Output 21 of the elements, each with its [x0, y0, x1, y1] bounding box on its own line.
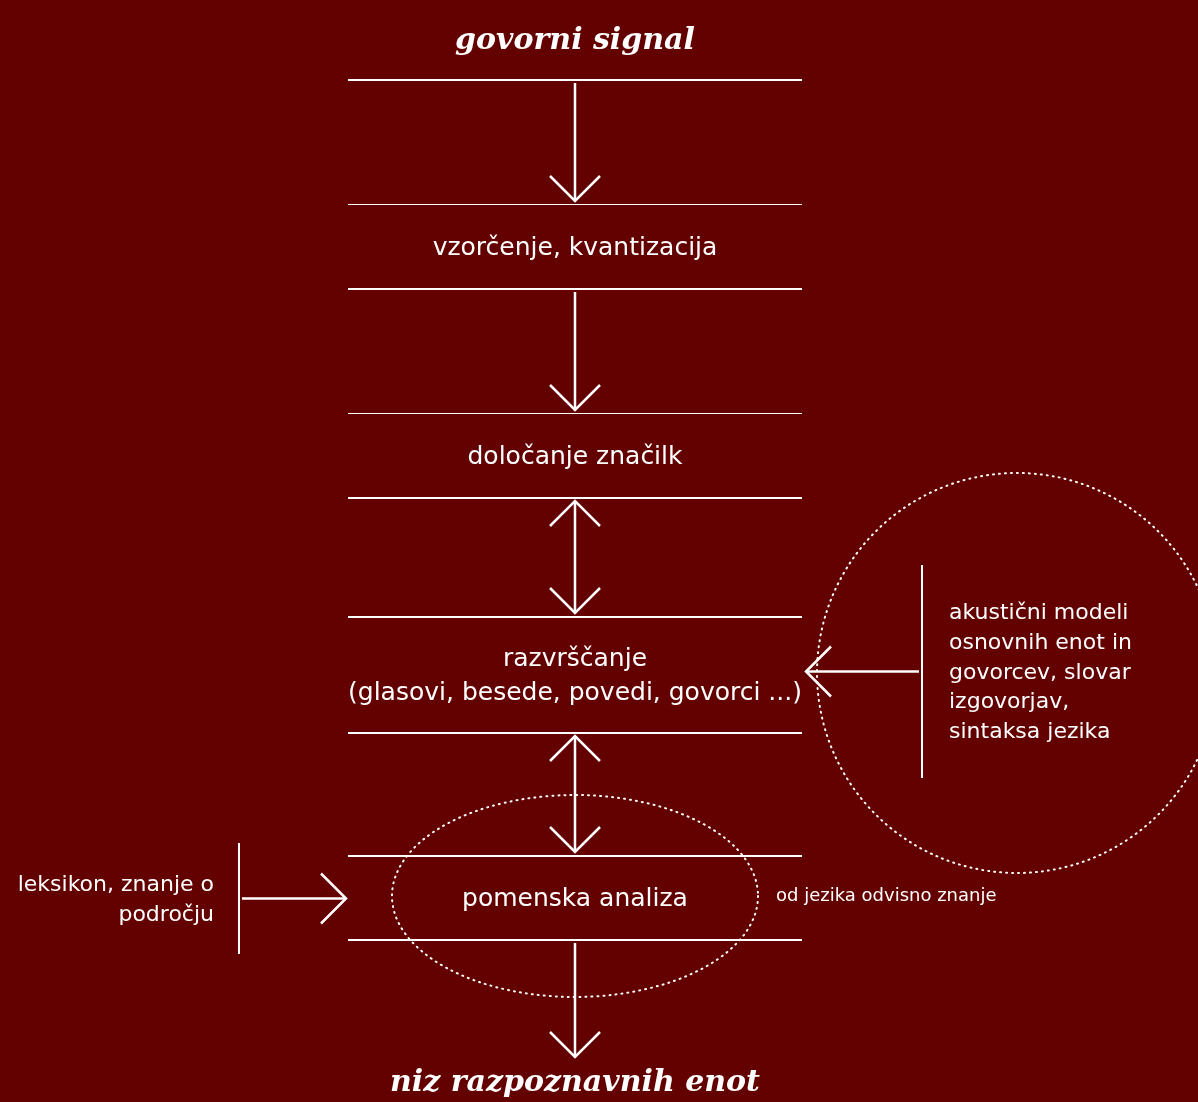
arrow: [548, 292, 602, 412]
title-text: niz razpoznavnih enot: [390, 1061, 760, 1100]
process-band: [348, 855, 802, 941]
note-text: od jezika odvisno znanje: [776, 884, 997, 905]
node-text: (glasovi, besede, povedi, govorci ...): [348, 676, 802, 708]
node-text: leksikon, znanje o področju: [16, 869, 214, 928]
arrow: [804, 645, 919, 698]
process-band: [348, 204, 802, 290]
arrow: [548, 499, 602, 615]
arrow: [548, 83, 602, 203]
node-text: vzorčenje, kvantizacija: [432, 230, 718, 263]
node-text: določanje značilk: [467, 439, 683, 472]
arrow: [548, 734, 602, 854]
node-text: pomenska analiza: [462, 882, 688, 915]
arrow: [242, 872, 348, 925]
process-band: [348, 616, 802, 734]
process-band: [348, 413, 802, 499]
arrow: [548, 943, 602, 1059]
title-text: govorni signal: [455, 20, 695, 59]
node-text: akustični modeli osnovnih enot in govorcev, slovar izgovorjav, sintaksa jezika: [949, 598, 1133, 746]
node-text: razvrščanje: [502, 642, 648, 675]
